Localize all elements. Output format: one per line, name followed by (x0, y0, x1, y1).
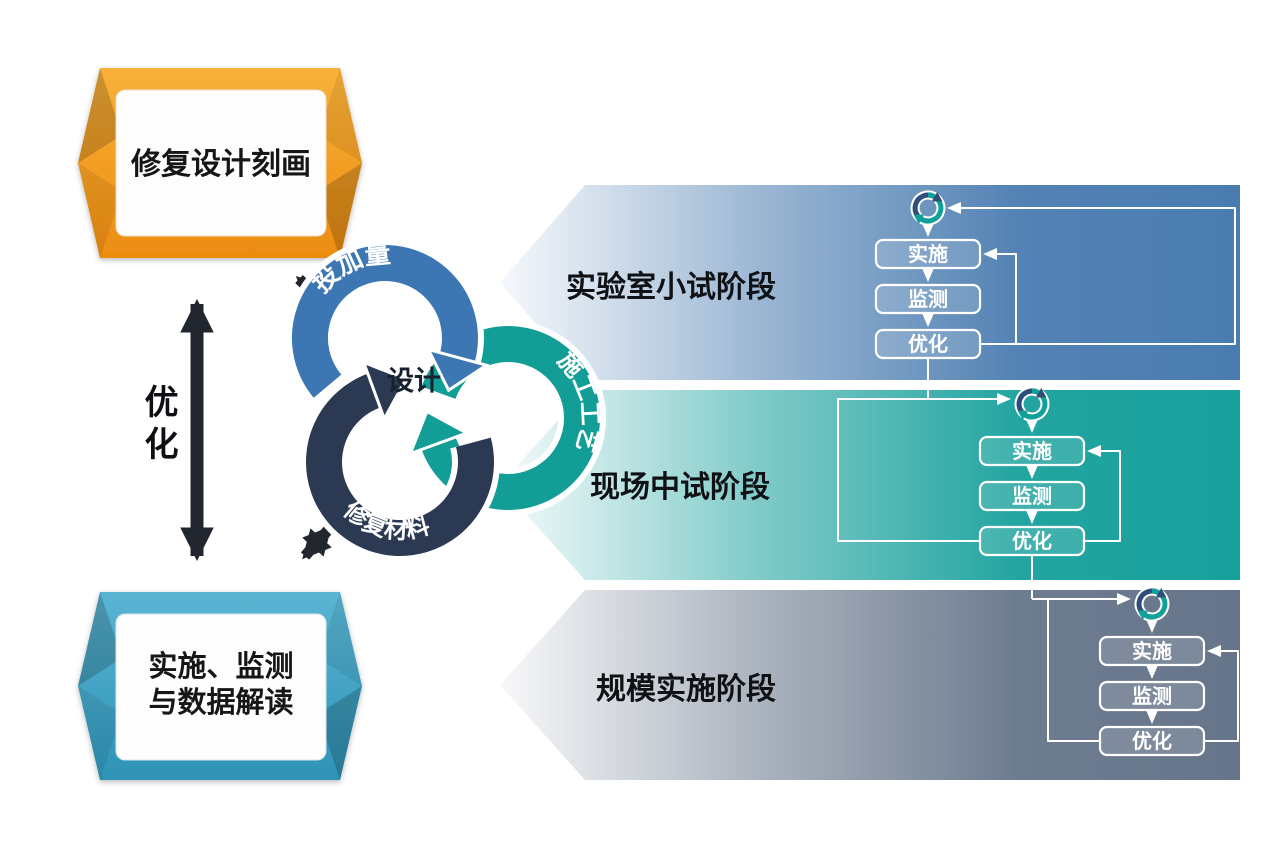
banner-fold (78, 686, 122, 780)
banner-implementation-label-line2: 与数据解读 (148, 686, 293, 719)
step-box (1098, 725, 1206, 757)
flowchart-pilot: 实施 监测 优化 (837, 386, 1121, 599)
step-box (874, 328, 982, 360)
feedback-line-inner (983, 248, 1017, 344)
flowchart-lab: 实施 监测 优化 (874, 190, 1236, 399)
cycle-icon (1134, 586, 1170, 622)
feedback-line-outer (1047, 593, 1131, 742)
banner-implementation-label-line1: 实施、监测 (148, 649, 293, 683)
step-label: 优化 (1012, 529, 1052, 553)
feedback-line-outer (837, 393, 1011, 542)
step-box (1098, 635, 1206, 667)
banner-fold (318, 592, 362, 686)
stage-band-lab (500, 185, 1240, 380)
cycle-icon (910, 190, 946, 226)
step-label: 监测 (1012, 485, 1052, 508)
step-box (874, 283, 982, 315)
step-label: 优化 (1132, 729, 1172, 753)
step-box (978, 525, 1086, 557)
step-box (874, 238, 982, 270)
banner-design: 修复设计刻画 (78, 68, 362, 258)
stage-label-pilot: 现场中试阶段 (590, 470, 770, 504)
banner-panel (115, 613, 327, 761)
step-label: 监测 (1132, 685, 1172, 708)
stage-label-lab: 实验室小试阶段 (566, 270, 776, 304)
step-label: 优化 (908, 332, 948, 356)
step-label: 实施 (1132, 639, 1172, 663)
step-box (978, 480, 1086, 512)
stage-band-fullscale-shape (500, 590, 1240, 780)
banner-panel (115, 89, 327, 237)
feedback-line-inner (1084, 445, 1121, 542)
link-arrow-bottom (300, 525, 334, 560)
cycle-icon (1014, 386, 1050, 422)
feedback-line-outer (947, 202, 1236, 345)
stage-label-fullscale: 规模实施阶段 (596, 672, 776, 706)
arc-dosage (291, 245, 478, 398)
arc-material-head (361, 359, 409, 423)
banner-design-label: 修复设计刻画 (130, 148, 311, 181)
flowchart-fullscale: 实施 监测 优化 (1032, 586, 1239, 757)
step-label: 实施 (908, 242, 948, 266)
banner-fold (78, 592, 122, 686)
banner-implementation: 实施、监测 与数据解读 (78, 592, 362, 780)
step-label: 监测 (908, 288, 948, 311)
step-box (978, 435, 1086, 467)
banner-fold (78, 163, 122, 258)
stage-band-lab-shape (500, 185, 1240, 380)
optimize-label: 优化 (139, 384, 177, 468)
step-label: 实施 (1012, 439, 1052, 463)
cycle-center-label: 设计 (387, 366, 441, 396)
banner-fold (318, 686, 362, 780)
banner-fold (318, 68, 362, 163)
banner-fold (318, 163, 362, 258)
arc-process-head (407, 409, 471, 457)
arc-material (306, 373, 494, 556)
banner-fold (78, 68, 122, 163)
feedback-line-inner (1204, 645, 1239, 742)
stage-band-fullscale (500, 590, 1240, 780)
step-box (1098, 680, 1206, 712)
arc-dosage-head (425, 347, 491, 393)
